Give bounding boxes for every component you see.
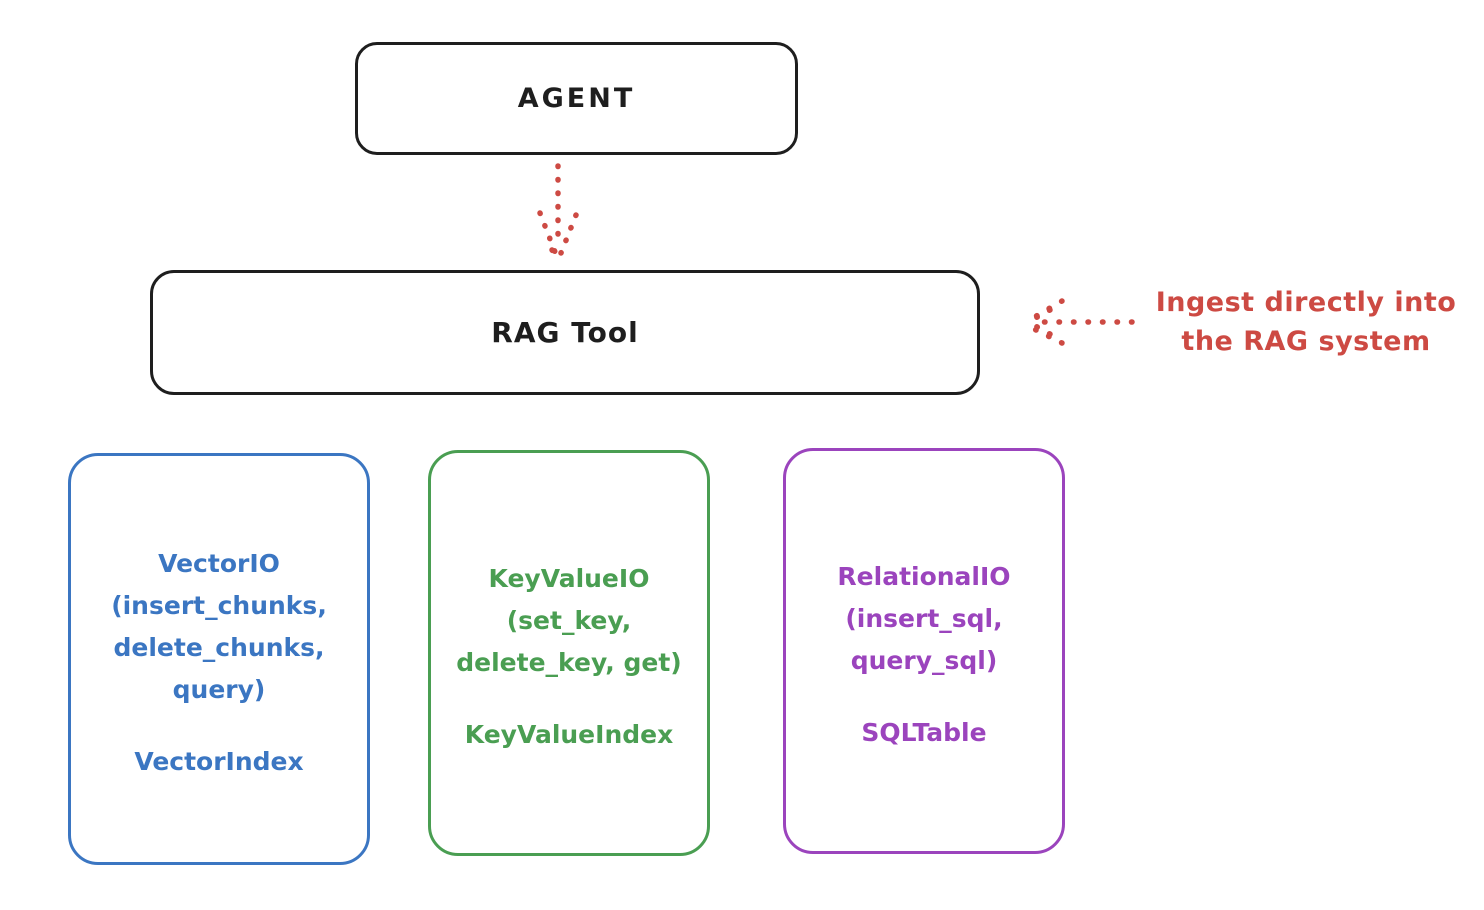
agent-node: AGENT <box>355 42 798 155</box>
backend-keyvalue-title: KeyValueIO (set_key, delete_key, get) <box>456 558 681 684</box>
backend-relational-line: query_sql) <box>850 645 998 675</box>
backend-box-vector: VectorIO (insert_chunks, delete_chunks, … <box>68 453 370 865</box>
backend-relational-line: (insert_sql, <box>845 603 1003 633</box>
annotation-text: Ingest directly into the RAG system <box>1140 283 1472 361</box>
backend-keyvalue-line: delete_key, get) <box>456 647 682 677</box>
backend-vector-title: VectorIO (insert_chunks, delete_chunks, … <box>111 543 327 711</box>
backend-keyvalue-line: KeyValueIO <box>488 563 650 593</box>
backend-keyvalue-line: (set_key, <box>506 605 632 635</box>
agent-label: AGENT <box>517 83 636 114</box>
backend-vector-line: (insert_chunks, <box>111 590 327 620</box>
annotation-to-rag-arrow <box>1023 298 1135 346</box>
backend-vector-line: query) <box>172 674 266 704</box>
backend-vector-line: VectorIO <box>158 548 280 578</box>
annotation-line-1: Ingest directly into <box>1155 287 1457 318</box>
rag-tool-node: RAG Tool <box>150 270 980 395</box>
backend-vector-line: delete_chunks, <box>113 632 325 662</box>
backend-box-relational: RelationalIO (insert_sql, query_sql) SQL… <box>783 448 1065 854</box>
backend-relational-index-label: SQLTable <box>861 717 987 747</box>
agent-to-rag-arrow <box>537 163 579 261</box>
backend-relational-title: RelationalIO (insert_sql, query_sql) <box>837 556 1010 682</box>
backend-keyvalue-index-label: KeyValueIndex <box>464 719 674 749</box>
rag-tool-label: RAG Tool <box>491 316 639 349</box>
backend-box-keyvalue: KeyValueIO (set_key, delete_key, get) Ke… <box>428 450 710 856</box>
backend-relational-line: RelationalIO <box>837 561 1011 591</box>
backend-vector-index-label: VectorIndex <box>134 746 304 776</box>
annotation-line-2: the RAG system <box>1181 326 1431 358</box>
